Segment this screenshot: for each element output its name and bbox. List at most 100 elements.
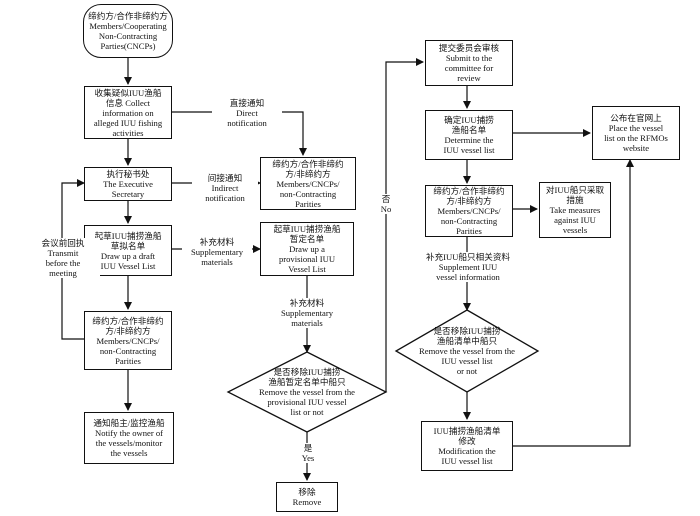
parties-notify-en-2: non-Contracting: [279, 188, 337, 199]
take-measures-node: 对IUU船只采取 措施 Take measures against IUU ve…: [539, 182, 611, 238]
indirect-en-2: notification: [205, 193, 245, 203]
parties-left-cn-1: 缔约方/合作非缔约: [92, 315, 164, 326]
indirect-cn: 间接通知: [207, 173, 243, 183]
supp1-en-2: materials: [201, 257, 233, 267]
parties-notify-en-1: Members/CNCPs/: [276, 178, 340, 189]
parties-notify-cn-1: 缔约方/合作非缔约: [272, 158, 344, 169]
draft-label-en-2: IUU Vessel List: [100, 260, 156, 271]
direct-notification-label: 直接通知 Direct notification: [212, 98, 282, 128]
decision1-cn-1: 是否移除IUU捕捞: [273, 367, 341, 377]
yes-label: 是 Yes: [295, 443, 321, 463]
supplement-info-cn: 补充IUU船只相关资料: [425, 252, 511, 262]
modification-label-en-2: IUU vessel list: [441, 456, 493, 466]
submit-committee-node: 提交委员会审核 Submit to the committee for revi…: [425, 40, 513, 86]
notify-owner-en-1: Notify the owner of: [94, 428, 164, 438]
publish-website-node: 公布在官网上 Place the vessel list on the RFMO…: [592, 106, 680, 160]
measures-label-en-1: Take measures: [549, 205, 601, 215]
executive-secretary-node: 执行秘书处 The Executive Secretary: [84, 167, 172, 201]
provisional-list-node: 起草IUU捕捞渔船 暂定名单 Draw up a provisional IUU…: [260, 222, 354, 276]
collect-label-3: alleged IUU fishing: [93, 117, 163, 128]
measures-label-cn-2: 措施: [566, 195, 584, 205]
provisional-label-en-1: Draw up a: [289, 244, 325, 254]
parties-left-cn-2: 方/非缔约方: [105, 325, 151, 336]
modification-label-en-1: Modification the: [438, 446, 496, 456]
publish-label-en-2: list on the RFMOs: [604, 133, 668, 143]
determine-list-node: 确定IUU捕捞 渔船名单 Determine the IUU vessel li…: [425, 110, 513, 160]
determine-label-en-1: Determine the: [444, 135, 494, 145]
parties-left-en-1: Members/CNCPs/: [96, 335, 160, 346]
measures-label-cn-1: 对IUU船只采取: [545, 185, 605, 195]
remove-node: 移除 Remove: [276, 482, 338, 512]
supplement-info-en-2: vessel information: [436, 272, 500, 282]
transmit-label: 会议前回执 Transmit before the meeting: [26, 238, 100, 278]
supplementary-materials-label-1: 补充材料 Supplementary materials: [182, 237, 252, 267]
decision2-cn-1: 是否移除IUU捕捞: [433, 326, 501, 336]
modification-list-node: IUU捕捞渔船清单 修改 Modification the IUU vessel…: [421, 421, 513, 471]
parties-right-cn-2: 方/非缔约方: [446, 196, 492, 206]
collect-label-2: information on: [102, 107, 154, 118]
submit-label-en-3: review: [457, 73, 481, 83]
remove-label-en: Remove: [292, 497, 322, 507]
notify-owner-cn: 通知船主/监控渔船: [93, 418, 165, 428]
decision1-en-3: list or not: [290, 407, 324, 417]
yes-en: Yes: [301, 453, 315, 463]
notify-owner-en-3: the vessels: [110, 448, 148, 458]
parties-left-en-2: non-Contracting: [99, 345, 157, 356]
draft-label-cn-2: 草拟名单: [110, 240, 146, 251]
no-en: No: [380, 204, 392, 214]
submit-label-en-2: committee for: [444, 63, 494, 73]
start-label-en-1: Members/Cooperating: [89, 21, 167, 31]
notify-owner-node: 通知船主/监控渔船 Notify the owner of the vessel…: [84, 412, 174, 464]
supplementary-materials-label-2: 补充材料 Supplementary materials: [272, 298, 342, 328]
transmit-en-2: before the: [45, 258, 81, 268]
supp2-en-2: materials: [291, 318, 323, 328]
collect-label-cn: 收集疑似IUU渔船: [94, 87, 162, 98]
no-cn: 否: [381, 194, 391, 204]
collect-label-1: 信息 Collect: [105, 97, 151, 108]
yes-cn: 是: [303, 443, 313, 453]
parties-right-cn-1: 缔约方/合作非缔约: [433, 186, 505, 196]
parties-notify-cn-2: 方/非缔约方: [285, 168, 331, 179]
supplement-info-en-1: Supplement IUU: [438, 262, 498, 272]
parties-determined-node: 缔约方/合作非缔约 方/非缔约方 Members/CNCPs/ non-Cont…: [425, 185, 513, 237]
decision-diamond-provisional: [226, 351, 388, 433]
parties-right-en-3: Parities: [456, 226, 482, 236]
start-label-en-2: Non-Contracting: [98, 31, 158, 41]
transmit-en-1: Transmit: [47, 248, 79, 258]
start-label-cn: 缔约方/合作非缔约方: [88, 11, 168, 21]
decision2-en-2: IUU vessel list: [441, 356, 493, 366]
decision1-en-1: Remove the vessel from the: [259, 387, 355, 397]
provisional-label-en-3: Vessel List: [288, 264, 326, 274]
indirect-en-1: Indirect: [211, 183, 239, 193]
measures-label-en-3: vessels: [562, 225, 588, 235]
decision-list-text: 是否移除IUU捕捞 渔船清单中船只 Remove the vessel from…: [397, 326, 537, 376]
decision2-en-3: or not: [456, 366, 478, 376]
no-label: 否 No: [372, 194, 400, 214]
draft-label-cn-1: 起草IUU捕捞渔船: [94, 230, 162, 241]
determine-label-en-2: IUU vessel list: [443, 145, 495, 155]
arrow-modification-to-publish: [513, 159, 634, 447]
parties-right-en-1: Members/CNCPs/: [437, 206, 501, 216]
decision2-en-1: Remove the vessel from the: [419, 346, 515, 356]
provisional-label-en-2: provisional IUU: [278, 254, 336, 264]
transmit-cn: 会议前回执: [41, 238, 85, 248]
decision2-cn-2: 渔船清单中船只: [436, 336, 498, 346]
parties-notified-node: 缔约方/合作非缔约 方/非缔约方 Members/CNCPs/ non-Cont…: [260, 157, 356, 210]
submit-label-cn: 提交委员会审核: [438, 43, 500, 53]
modification-label-cn-2: 修改: [458, 436, 476, 446]
submit-label-en-1: Submit to the: [445, 53, 493, 63]
exec-label-cn: 执行秘书处: [106, 169, 150, 179]
provisional-label-cn-1: 起草IUU捕捞渔船: [273, 224, 341, 234]
determine-label-cn-1: 确定IUU捕捞: [444, 115, 494, 125]
exec-label-en-1: The Executive: [103, 179, 153, 189]
measures-label-en-2: against IUU: [554, 215, 596, 225]
decision1-cn-2: 渔船暂定名单中船只: [268, 377, 346, 387]
direct-en-2: notification: [227, 118, 267, 128]
draft-label-en-1: Draw up a draft: [100, 250, 156, 261]
notify-owner-en-2: the vessels/monitor: [95, 438, 163, 448]
modification-label-cn-1: IUU捕捞渔船清单: [433, 426, 501, 436]
indirect-notification-label: 间接通知 Indirect notification: [192, 173, 258, 203]
collect-label-4: activities: [112, 127, 144, 138]
decision-diamond-list: [394, 309, 540, 393]
determine-label-cn-2: 渔船名单: [451, 125, 487, 135]
